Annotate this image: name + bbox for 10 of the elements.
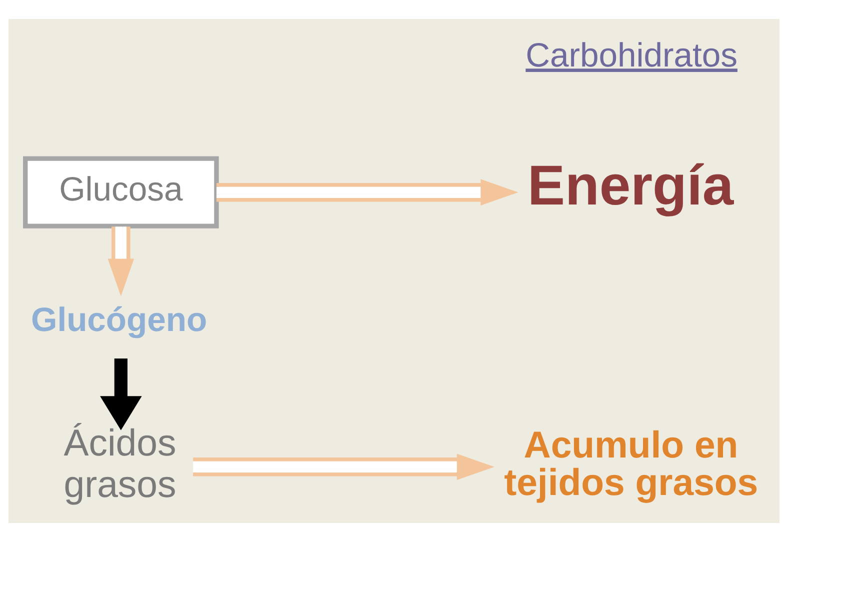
arrow	[100, 358, 142, 430]
node-box: Glucosa	[23, 156, 219, 228]
arrow	[216, 178, 518, 205]
node-text: Energía	[528, 153, 734, 216]
node-text: Ácidos grasos	[64, 421, 176, 504]
label: Carbohidratos	[526, 36, 738, 74]
arrow	[193, 453, 494, 480]
node-text: Glucógeno	[30, 300, 208, 338]
node-text: Acumulo en tejidos grasos	[504, 422, 758, 502]
arrow	[108, 226, 134, 296]
